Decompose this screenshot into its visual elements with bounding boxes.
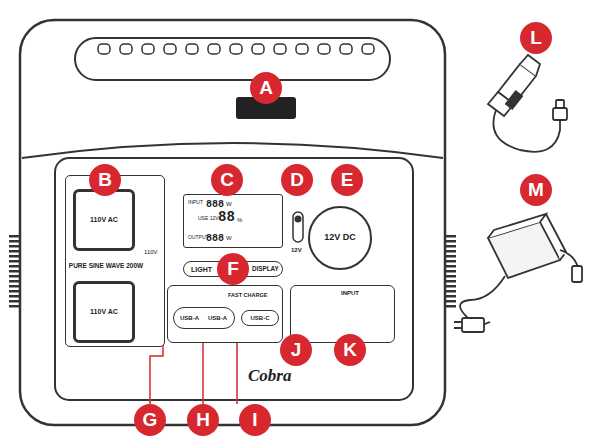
ac-adapter — [454, 214, 582, 332]
housing — [20, 20, 445, 425]
callout-circle: J — [280, 334, 312, 366]
callout-circle: C — [211, 164, 243, 196]
panel-label: W — [226, 201, 232, 208]
panel-label: OUTPUT — [188, 235, 209, 241]
callout-circle: E — [331, 164, 363, 196]
callout-circle: K — [334, 334, 366, 366]
panel-label: LIGHT — [191, 266, 212, 274]
handle-edge — [22, 143, 443, 158]
callout-letter: I — [252, 410, 257, 431]
callout-letter: E — [341, 170, 354, 191]
callout-circle: L — [520, 22, 552, 54]
panel-label: 888 — [206, 233, 224, 244]
panel-box: 110V AC — [73, 281, 135, 343]
panel-label: INPUT — [188, 200, 203, 206]
panel-box: 110V AC — [73, 189, 135, 251]
panel-box: USB-C — [241, 310, 279, 326]
panel-label: USB-C — [251, 315, 270, 322]
panel-label: 12V DC — [324, 233, 356, 243]
car-charger-cable — [488, 55, 567, 152]
panel-label: DISPLAY — [252, 266, 279, 273]
panel-box: 12V DC — [308, 206, 372, 270]
panel-box: FAST CHARGE USB-A USB-A USB-C — [167, 285, 283, 343]
callout-circle: A — [250, 72, 282, 104]
panel-label: % — [237, 217, 242, 224]
callout-circle: G — [134, 404, 166, 436]
panel-label: USE 12V — [198, 216, 219, 222]
panel-label: PURE SINE WAVE 200W — [68, 262, 144, 269]
callout-letter: G — [143, 410, 158, 431]
callout-letter: B — [98, 170, 112, 191]
panel-label: INPUT — [341, 290, 359, 297]
front-panel — [55, 158, 413, 400]
panel-box: PURE SINE WAVE 200W110V 110V AC 110V AC — [65, 175, 165, 347]
callout-circle: B — [89, 164, 121, 196]
callout-circle: M — [520, 174, 552, 206]
callout-circle: I — [239, 404, 271, 436]
callout-circle: D — [281, 164, 313, 196]
callout-letter: D — [290, 170, 304, 191]
panel-label: W — [226, 235, 232, 242]
panel-box: USB-A USB-A — [173, 307, 235, 329]
panel-label: 110V — [144, 249, 158, 256]
switch-label: 12V — [291, 247, 302, 253]
callout-letter: M — [528, 180, 544, 201]
callout-letter: C — [220, 170, 234, 191]
panel-box: INPUT888WUSE 12V88%OUTPUT888W — [183, 194, 283, 248]
callout-circle: H — [187, 404, 219, 436]
handle-slot — [75, 38, 390, 80]
dc-switch — [293, 212, 303, 242]
callout-letter: F — [227, 259, 239, 280]
panel-label: 110V AC — [90, 308, 118, 316]
panel-label: 88 — [218, 210, 235, 225]
callout-letter: J — [291, 340, 302, 361]
callout-letter: A — [259, 78, 273, 99]
callout-letter: H — [196, 410, 210, 431]
callout-circle: F — [217, 253, 249, 285]
panel-label: FAST CHARGE — [228, 292, 267, 298]
panel-label: USB-A — [180, 315, 199, 322]
brand-logo: Cobra — [248, 366, 291, 386]
callout-letter: L — [530, 28, 542, 49]
panel-label: 110V AC — [90, 216, 118, 224]
panel-label: 888 — [206, 199, 224, 210]
callout-letter: K — [343, 340, 357, 361]
handle-ridges — [98, 44, 374, 54]
panel-label: USB-A — [208, 315, 227, 322]
panel-box: INPUT — [290, 285, 395, 343]
